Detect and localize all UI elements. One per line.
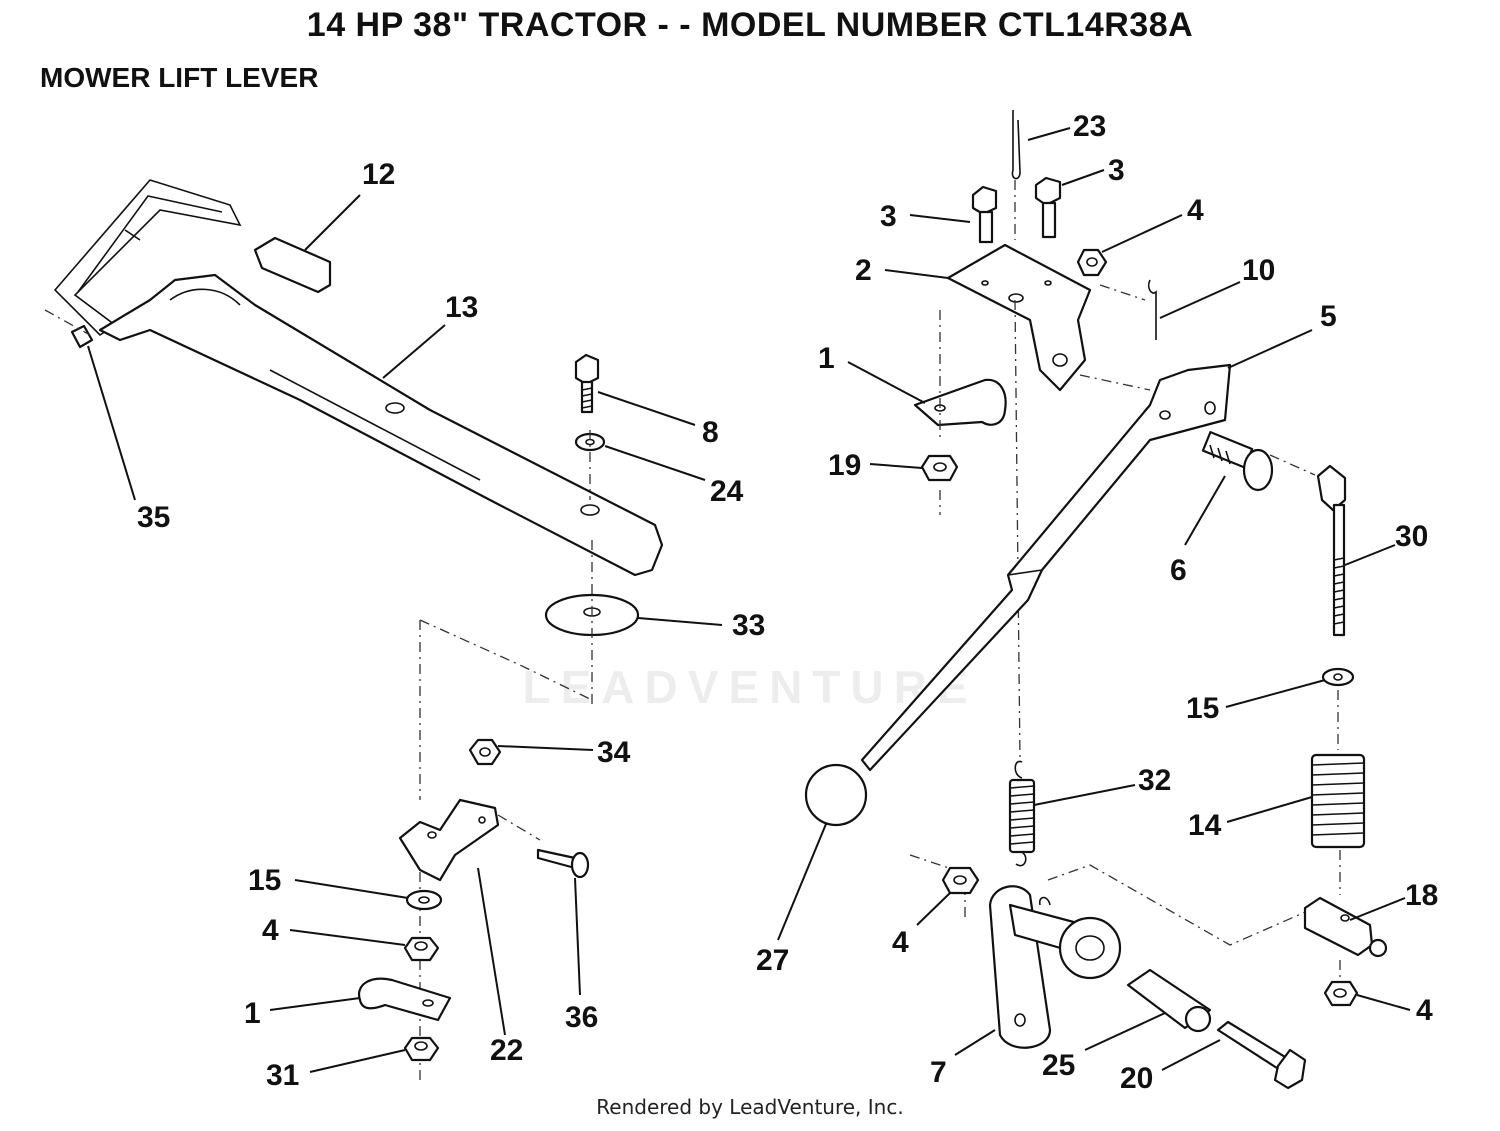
callout-30: 30	[1395, 520, 1428, 553]
part-cotter-10	[1147, 279, 1157, 340]
callout-20: 20	[1120, 1062, 1153, 1095]
callout-4: 4	[262, 914, 279, 947]
callout-23: 23	[1073, 110, 1106, 143]
callout-13: 13	[445, 291, 478, 324]
callout-19: 19	[828, 449, 861, 482]
part-nut-4d	[403, 936, 440, 962]
part-bolt-3b	[1034, 176, 1062, 239]
callout-4: 4	[892, 926, 909, 959]
callout-22: 22	[490, 1034, 523, 1067]
footer-credit: Rendered by LeadVenture, Inc.	[596, 1095, 904, 1119]
part-rod-30	[1316, 464, 1347, 637]
callout-1: 1	[244, 997, 261, 1030]
part-bracket-2	[946, 243, 1092, 392]
callout-36: 36	[565, 1001, 598, 1034]
section-title: MOWER LIFT LEVER	[40, 62, 319, 93]
callout-12: 12	[362, 158, 395, 191]
part-lift-link-7	[988, 885, 1052, 1049]
part-bolt-3a	[971, 185, 998, 244]
part-bracket-22	[398, 798, 500, 882]
callout-4: 4	[1187, 194, 1204, 227]
callout-3: 3	[1108, 154, 1125, 187]
part-trunnion-18	[1303, 896, 1388, 958]
callout-6: 6	[1170, 554, 1187, 587]
page-title: 14 HP 38" TRACTOR - - MODEL NUMBER CTL14…	[306, 6, 1194, 44]
leader-lines	[87, 127, 1411, 1073]
callout-3: 3	[880, 200, 897, 233]
callout-18: 18	[1405, 879, 1438, 912]
callout-15: 15	[248, 864, 281, 897]
callout-14: 14	[1188, 809, 1222, 842]
callout-24: 24	[710, 475, 744, 508]
callout-25: 25	[1042, 1049, 1075, 1082]
part-bolt-36	[536, 848, 590, 879]
part-nut-34	[468, 738, 502, 766]
part-nut-4c	[1323, 980, 1359, 1007]
part-nut-4b	[941, 866, 980, 895]
part-washer-15b	[405, 889, 443, 911]
part-spring-14	[1310, 753, 1366, 849]
callout-27: 27	[756, 944, 789, 977]
callout-32: 32	[1138, 764, 1171, 797]
part-nut-4a	[1076, 248, 1108, 277]
part-grip	[253, 236, 332, 294]
part-nut-31	[403, 1036, 440, 1062]
part-bolt-6	[1201, 431, 1274, 492]
callout-31: 31	[266, 1059, 299, 1092]
callout-1: 1	[818, 342, 835, 375]
callout-10: 10	[1242, 254, 1275, 287]
callout-5: 5	[1320, 300, 1337, 333]
callout-7: 7	[930, 1056, 947, 1089]
callout-33: 33	[732, 609, 765, 642]
part-bolt-20	[1216, 1020, 1307, 1090]
part-spring-32	[1008, 760, 1036, 867]
part-clip-1a	[913, 378, 1007, 427]
callout-2: 2	[855, 254, 872, 287]
part-pin	[70, 324, 94, 349]
callout-8: 8	[702, 416, 719, 449]
callout-34: 34	[597, 736, 631, 769]
part-nut-19	[920, 454, 959, 482]
part-knob-27	[804, 763, 868, 827]
callout-15: 15	[1186, 692, 1219, 725]
part-cotter-23	[1011, 110, 1021, 180]
watermark: LEADVENTURE	[522, 661, 978, 713]
callout-35: 35	[137, 501, 170, 534]
part-clip-1b	[357, 977, 452, 1022]
callout-numbers: 23 3 3 4 10 2 5 1 19 6 30 15 32 14 27 4 …	[137, 110, 1438, 1095]
callout-4: 4	[1416, 994, 1433, 1027]
part-bolt-8	[574, 353, 600, 414]
part-washer-15a	[1321, 667, 1355, 687]
part-lever-plate	[98, 273, 664, 577]
